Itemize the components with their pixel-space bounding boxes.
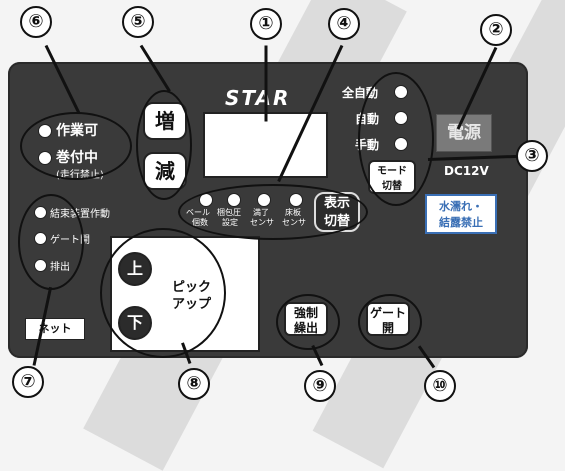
counter-display <box>203 112 328 178</box>
callout-4: ④ <box>328 8 360 40</box>
annotation-ring-8 <box>100 228 226 358</box>
callout-10: ⑩ <box>424 370 456 402</box>
annotation-ring-5 <box>136 90 192 200</box>
annotation-ring-9 <box>276 294 340 350</box>
power-indicator: 電源 <box>436 114 492 152</box>
annotation-ring-3 <box>358 72 434 206</box>
annotation-ring-4 <box>178 184 368 240</box>
callout-2: ② <box>480 14 512 46</box>
callout-6: ⑥ <box>20 6 52 38</box>
net-label: ネット <box>25 318 85 340</box>
annotation-ring-6 <box>20 112 132 180</box>
water-warning-label: 水濡れ・ 結露禁止 <box>425 194 497 234</box>
callout-3: ③ <box>516 140 548 172</box>
water-warning-line-1: 水濡れ・ <box>439 200 483 213</box>
callout-1: ① <box>250 8 282 40</box>
voltage-label: DC12V <box>444 164 489 178</box>
callout-5: ⑤ <box>122 6 154 38</box>
callout-8: ⑧ <box>178 368 210 400</box>
brand-logo: STAR <box>225 86 291 110</box>
callout-9: ⑨ <box>304 370 336 402</box>
leader-line-1 <box>264 45 268 122</box>
binder-active-label: 結束装置作動 <box>50 209 110 220</box>
water-warning-line-2: 結露禁止 <box>439 216 483 229</box>
annotation-ring-10 <box>358 294 422 350</box>
annotation-ring-7 <box>18 194 84 290</box>
callout-7: ⑦ <box>12 366 44 398</box>
